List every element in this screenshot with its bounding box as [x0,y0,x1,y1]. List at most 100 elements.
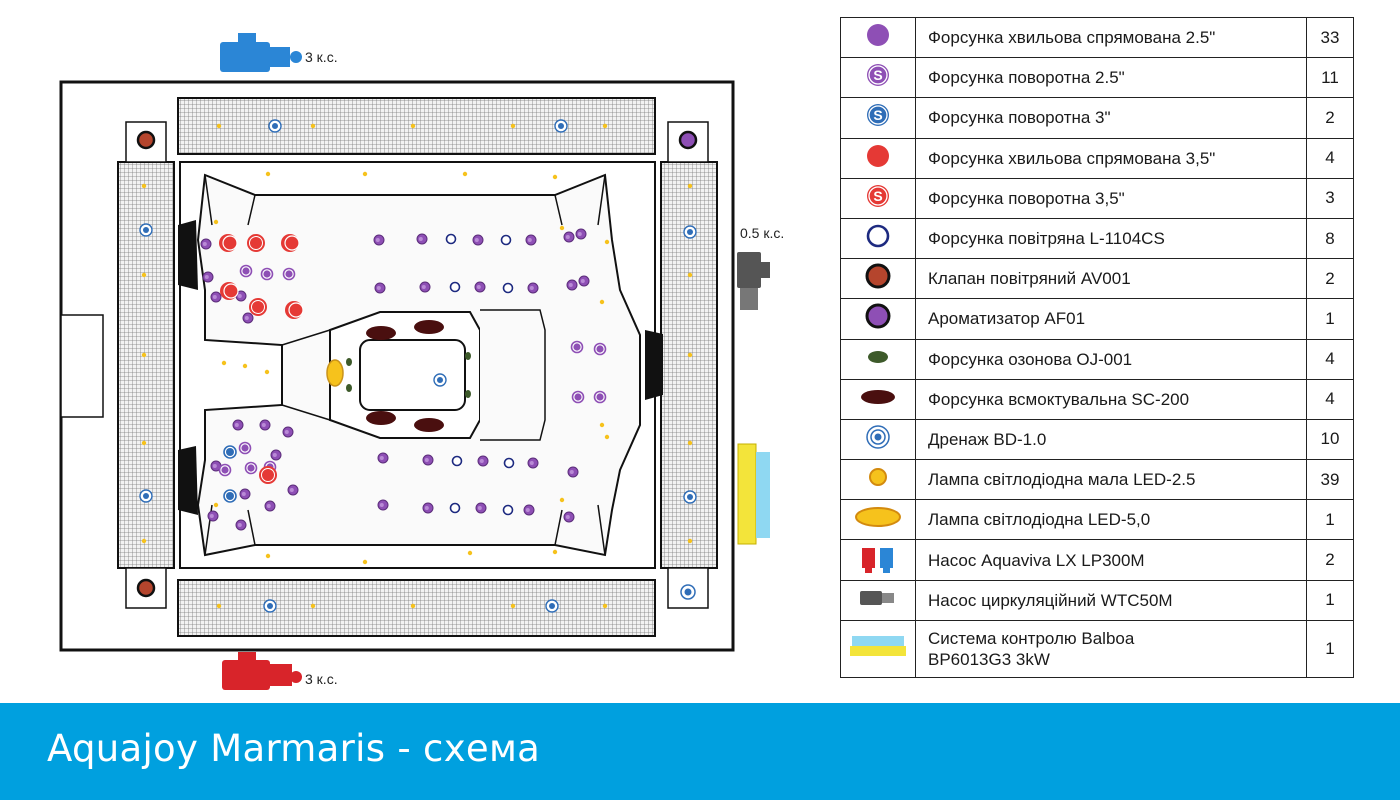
aroma-icon [678,130,698,150]
purple-s-jet [239,264,253,278]
legend-qty: 2 [1306,539,1354,581]
air-ring-icon [866,224,890,248]
red-dot-jet [219,234,238,252]
small-led-icon [869,468,887,487]
drain-jet [139,223,153,237]
purple-dot-jet [523,504,535,516]
purple-s-icon: S [867,64,889,87]
purple-dot-icon [867,24,889,47]
svg-text:S: S [873,67,882,83]
purple-dot-jet [377,499,389,511]
drain-jet [554,119,568,133]
led-jet [602,603,608,609]
purple-s-jet [571,390,585,404]
ozone-icon [868,350,888,363]
legend-label-text: Форсунка озонова OJ-001 [928,349,1133,369]
legend-label: Клапан повітряний AV001 [915,258,1307,300]
headrest-pillow [645,330,663,400]
legend-label: Насос Aquaviva LX LP300M [915,539,1307,581]
drain-icon [866,425,890,449]
big-led-icon [326,359,344,387]
legend-icon-cell [840,217,916,260]
legend-label-text-2: BP6013G3 3kW [928,649,1050,669]
led-jet [687,183,693,189]
legend-qty: 11 [1306,57,1354,99]
legend-label-text: Форсунка хвильова спрямована 2.5" [928,28,1216,48]
pump-label-bottom: 3 к.с. [305,671,338,687]
led-jet [552,549,558,555]
legend-icon-cell [840,137,916,179]
purple-dot-jet [527,457,539,469]
led-jet [462,171,468,177]
purple-s-jet [260,267,274,281]
ozone-icon [465,352,471,360]
led-jet [599,422,605,428]
purple-dot-jet [567,466,579,478]
blue-s-jet [223,445,237,459]
purple-s-jet [570,340,584,354]
led-jet [552,174,558,180]
purple-dot-jet [207,510,219,522]
led-jet [687,272,693,278]
red-dot-jet [281,234,300,252]
purple-dot-jet [477,455,489,467]
led-jet [141,183,147,189]
led-jet [221,360,227,366]
legend-icon-cell [840,499,916,541]
air-valve-icon [136,130,156,150]
headrest-pillow [178,220,198,290]
legend-icon-cell [840,459,916,501]
purple-dot-jet [200,238,212,250]
purple-dot-jet [287,484,299,496]
drain-jet [433,373,447,387]
led-jet [141,352,147,358]
led-jet [687,440,693,446]
led-jet [242,363,248,369]
purple-dot-jet [422,454,434,466]
legend-icon-cell [840,579,916,621]
legend-row: Насос Aquaviva LX LP300M 2 [840,539,1354,581]
air-jet [500,234,512,246]
ozone-icon [465,390,471,398]
pump-pair-icon [862,547,893,573]
legend-qty: 2 [1306,97,1354,139]
air-jet [502,504,514,516]
purple-dot-jet [242,312,254,324]
suction-icon [366,326,396,340]
legend-qty: 10 [1306,418,1354,461]
legend-row: S Форсунка поворотна 3" 2 [840,97,1354,139]
ozone-icon [346,384,352,392]
legend-qty: 1 [1306,579,1354,621]
purple-dot-jet [232,419,244,431]
led-jet [265,171,271,177]
legend-label-text: Насос Aquaviva LX LP300M [928,550,1145,570]
legend-icon-cell [840,338,916,380]
legend-qty: 1 [1306,619,1354,678]
purple-s-jet [218,463,232,477]
legend-label: Форсунка поворотна 3,5" [915,177,1307,219]
led-jet [559,225,565,231]
pump-label-top: 3 к.с. [305,49,338,65]
legend-icon-cell [840,258,916,300]
led-jet [141,440,147,446]
legend-icon-cell: S [840,97,916,139]
circulation-pump-right [737,252,770,310]
pump-red-bottom [222,652,302,690]
led-jet [410,123,416,129]
legend-label-text: Форсунка повітряна L-1104CS [928,229,1165,249]
footwell-basin [359,339,466,411]
grid-panel-bottom [177,579,656,637]
purple-dot-jet [264,500,276,512]
drain-icon [680,584,696,600]
center-seat [480,309,546,441]
legend-label-text: Форсунка поворотна 3" [928,108,1111,128]
led-jet [265,553,271,559]
air-jet [449,281,461,293]
purple-s-jet [244,461,258,475]
air-valve-icon [865,263,891,289]
